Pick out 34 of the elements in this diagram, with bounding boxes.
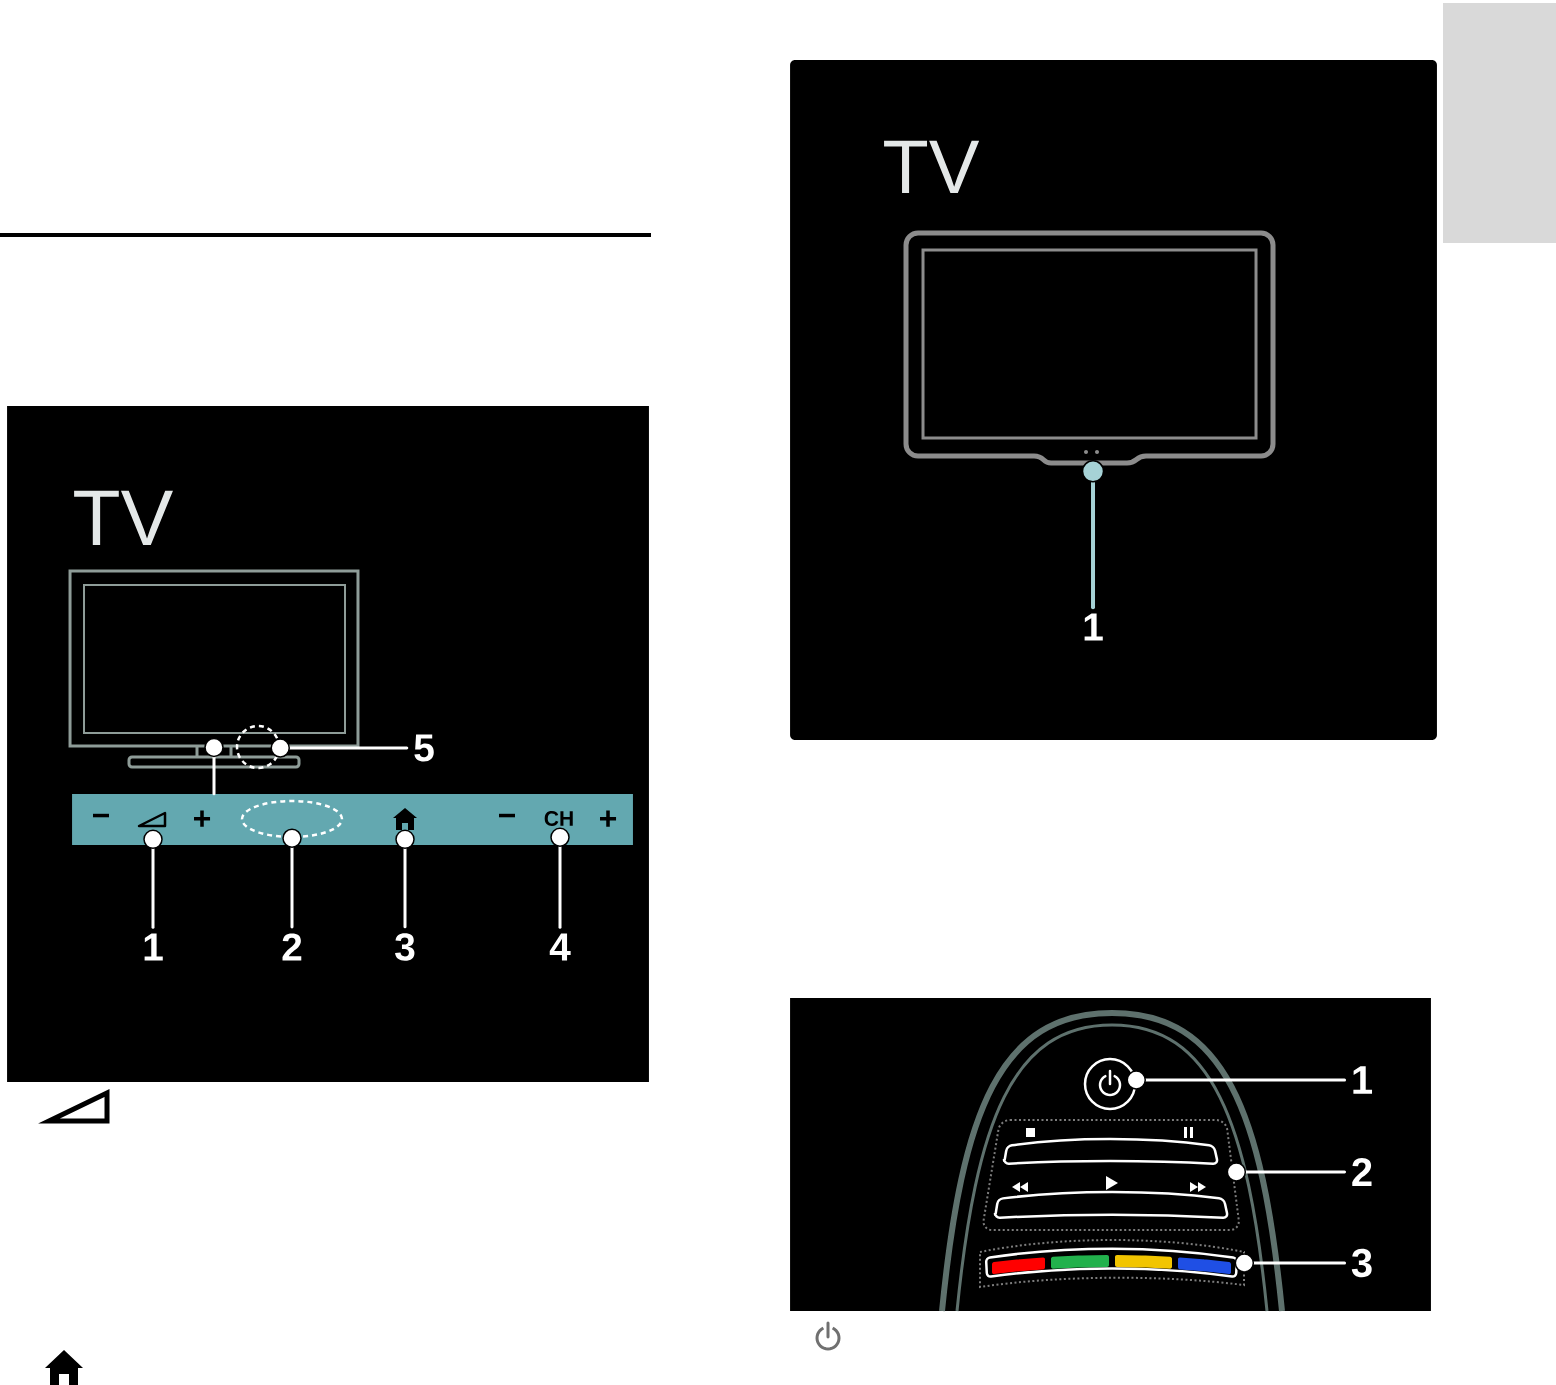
callout-number: 3	[1351, 1248, 1372, 1278]
minus-label: −	[93, 813, 109, 818]
dashed-circle	[235, 724, 281, 770]
leader-line	[270, 738, 409, 758]
channel-label: CH	[544, 811, 573, 826]
leader-line	[204, 737, 224, 796]
callout-number: 4	[549, 933, 571, 961]
minus-label: −	[499, 813, 515, 818]
panel-heading: TV	[74, 490, 173, 545]
callout-number: 1	[144, 933, 163, 961]
leader-line	[395, 829, 415, 929]
home-icon	[393, 808, 417, 830]
callout-number: 2	[1352, 1158, 1372, 1186]
leader-line	[282, 828, 302, 929]
leader-line	[1226, 1162, 1347, 1182]
callout-number: 2	[282, 933, 302, 961]
callout-number: 1	[1353, 1066, 1372, 1094]
leader-line	[1081, 460, 1105, 610]
leader-line	[1234, 1253, 1347, 1273]
leader-line	[143, 829, 163, 929]
callout-number: 1	[1084, 613, 1103, 641]
callout-number: 5	[414, 734, 434, 762]
power-button	[1083, 1057, 1137, 1111]
side-tab	[1443, 3, 1556, 243]
plus-label: +	[600, 810, 617, 827]
tv-drawing	[68, 569, 360, 769]
plus-label: +	[194, 810, 211, 827]
tv-drawing	[903, 230, 1276, 466]
leader-line	[1126, 1070, 1347, 1090]
volume-icon	[137, 811, 167, 828]
panel-heading: TV	[884, 140, 980, 193]
dashed-ellipse	[240, 799, 344, 839]
leader-line	[550, 827, 570, 929]
callout-number: 3	[395, 933, 415, 961]
